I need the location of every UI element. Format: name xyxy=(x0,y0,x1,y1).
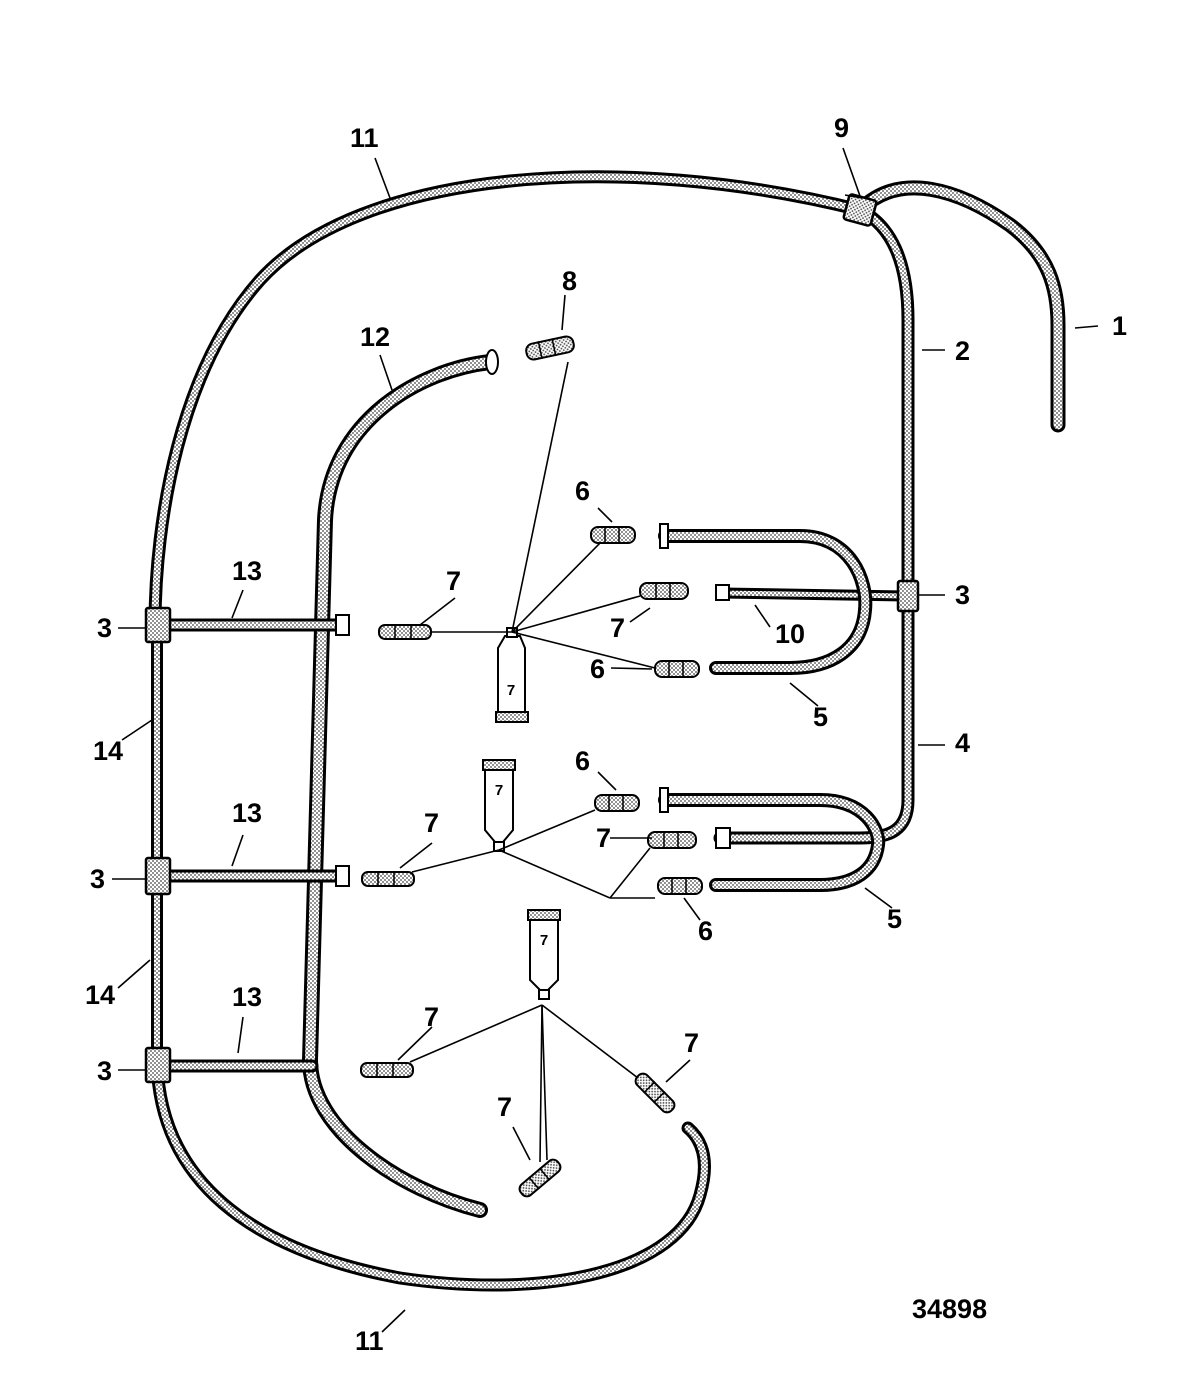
callout-12: 12 xyxy=(360,322,390,352)
fitting-8 xyxy=(525,335,575,361)
callout-11-top: 11 xyxy=(350,123,379,153)
callout-3-left-top: 3 xyxy=(97,613,112,643)
callout-1: 1 xyxy=(1112,311,1127,341)
callout-7-c: 7 xyxy=(424,808,439,838)
fitting-7-d xyxy=(647,831,697,849)
fitting-6-d xyxy=(657,877,703,895)
fitting-7-f xyxy=(634,1072,676,1114)
callout-7-b: 7 xyxy=(610,613,625,643)
sealant-tube-3: 7 xyxy=(527,909,561,1000)
fitting-7-a xyxy=(378,624,432,640)
hose-2 xyxy=(853,203,915,602)
sealant-tube-1-label: 7 xyxy=(507,682,515,699)
sealant-tube-1: 7 xyxy=(495,627,529,723)
callout-13-top: 13 xyxy=(232,556,262,586)
hose-10 xyxy=(715,584,914,602)
callout-7-a: 7 xyxy=(446,566,461,596)
hose-5-lower xyxy=(658,787,886,892)
sealant-tube-2-label: 7 xyxy=(495,782,503,799)
callout-8: 8 xyxy=(562,266,577,296)
tee-9 xyxy=(842,193,878,227)
callout-3-left-middle: 3 xyxy=(90,864,105,894)
tee-3-left-middle xyxy=(144,856,172,896)
callout-13-bottom: 13 xyxy=(232,982,262,1012)
hose-12 xyxy=(302,349,499,1218)
callout-9: 9 xyxy=(834,113,849,143)
callout-2: 2 xyxy=(955,336,970,366)
callout-4: 4 xyxy=(955,728,970,758)
sealant-tube-2: 7 xyxy=(482,759,516,852)
callout-6-c: 6 xyxy=(575,746,590,776)
tee-3-left-bottom xyxy=(144,1046,172,1084)
callout-7-d: 7 xyxy=(596,823,611,853)
callout-3-left-bottom: 3 xyxy=(97,1056,112,1086)
fitting-6-b xyxy=(654,660,700,678)
fitting-6-c xyxy=(594,794,640,812)
callout-5-lower: 5 xyxy=(887,904,902,934)
fitting-6-a xyxy=(590,526,636,544)
callout-6-a: 6 xyxy=(575,476,590,506)
callout-7-f: 7 xyxy=(684,1028,699,1058)
callout-labels: 1 2 3 3 3 3 4 5 5 6 6 6 6 7 7 7 7 7 7 7 … xyxy=(85,113,1127,1356)
callout-14-upper: 14 xyxy=(93,736,123,766)
hose-4 xyxy=(713,588,915,845)
hose-11-upper xyxy=(148,170,867,632)
callout-3-right: 3 xyxy=(955,580,970,610)
callout-6-d: 6 xyxy=(698,916,713,946)
callout-7-g: 7 xyxy=(497,1092,512,1122)
fitting-7-c xyxy=(361,871,415,887)
fitting-7-b xyxy=(639,582,689,600)
callout-14-lower: 14 xyxy=(85,980,115,1010)
callout-11-bottom: 11 xyxy=(355,1326,384,1356)
fitting-7-g xyxy=(518,1158,562,1198)
hose-1 xyxy=(852,180,1066,433)
callout-7-e: 7 xyxy=(424,1002,439,1032)
drawing-number: 34898 xyxy=(912,1294,987,1324)
tee-3-right xyxy=(896,579,920,613)
hose-5-upper xyxy=(658,523,873,675)
hose-11-lower xyxy=(150,1055,711,1292)
tee-3-left-top xyxy=(144,606,172,644)
hose-13-middle xyxy=(153,865,350,887)
callout-13-middle: 13 xyxy=(232,798,262,828)
hose-13-top xyxy=(153,614,350,636)
sealant-tube-3-label: 7 xyxy=(540,932,548,949)
callout-5-upper: 5 xyxy=(813,702,828,732)
callout-10: 10 xyxy=(775,619,805,649)
callout-6-b: 6 xyxy=(590,654,605,684)
leader-lines xyxy=(112,147,1099,1333)
fitting-7-e xyxy=(360,1062,414,1078)
